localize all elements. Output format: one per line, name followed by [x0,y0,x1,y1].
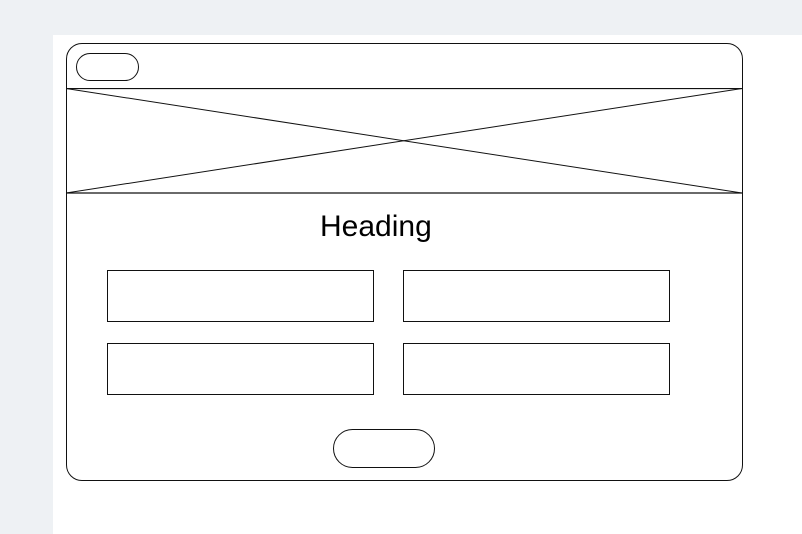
image-placeholder-diagonal-2 [66,88,742,194]
bottom-pill-button[interactable] [333,429,435,468]
input-box-1[interactable] [107,270,374,322]
input-box-2[interactable] [403,270,670,322]
image-placeholder [66,88,742,194]
input-box-3[interactable] [107,343,374,395]
heading: Heading [320,210,432,243]
wireframe-frame [66,43,743,481]
input-box-4[interactable] [403,343,670,395]
top-pill-button[interactable] [76,53,139,81]
